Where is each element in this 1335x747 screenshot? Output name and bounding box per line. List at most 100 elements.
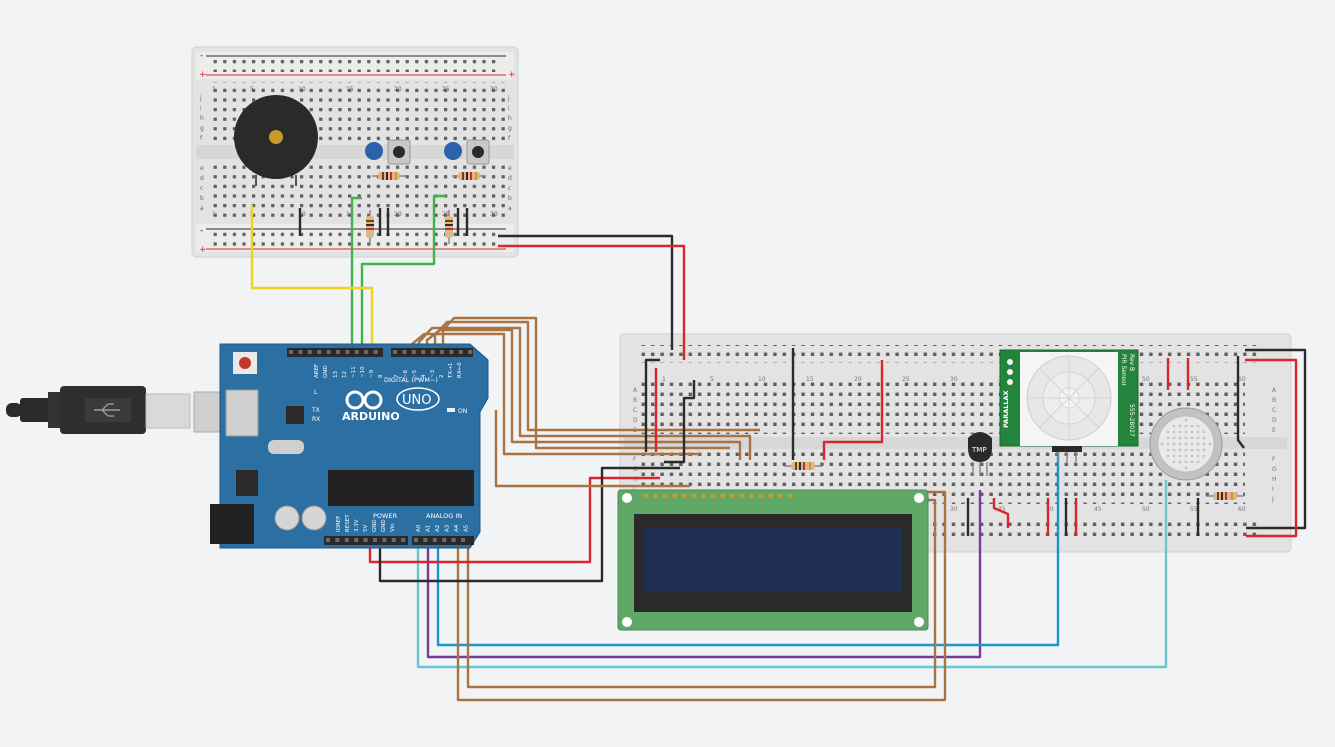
gas-sensor[interactable] bbox=[1149, 407, 1223, 481]
row-letter: D bbox=[633, 417, 638, 424]
pin-label: ~3 bbox=[430, 369, 436, 378]
row-letter-right: C bbox=[1272, 407, 1276, 414]
pin-label: A5 bbox=[464, 524, 470, 532]
atmega-chip bbox=[328, 470, 474, 506]
row-letter: C bbox=[633, 407, 637, 414]
arduino-brand: ARDUINO bbox=[342, 410, 400, 423]
row-letter-right: E bbox=[1272, 427, 1276, 434]
voltage-regulator bbox=[236, 470, 258, 496]
wire-black-gnd bbox=[378, 466, 680, 583]
arduino-logo-icon bbox=[345, 390, 383, 410]
pin-label: ~11 bbox=[351, 366, 357, 378]
digital-label: DIGITAL (PWM~) bbox=[384, 376, 438, 384]
column-number: 50 bbox=[1142, 376, 1150, 383]
row-letter-right: H bbox=[1272, 476, 1277, 483]
wire-red-lbb-4 bbox=[822, 360, 884, 460]
column-number-bottom: 30 bbox=[950, 506, 958, 513]
tmp-sensor[interactable]: TMP bbox=[968, 432, 992, 476]
resistor-1 bbox=[372, 172, 406, 180]
row-letter-right: A bbox=[1272, 387, 1277, 394]
column-number: 30 bbox=[950, 376, 958, 383]
plus-label-bottom: + bbox=[199, 245, 207, 255]
column-number: 60 bbox=[1238, 376, 1246, 383]
pushbutton-1[interactable] bbox=[387, 139, 411, 165]
analog-label: ANALOG IN bbox=[426, 512, 462, 520]
wire-black-rail bbox=[498, 234, 674, 350]
pin-label: ~6 bbox=[403, 369, 409, 378]
top-terminal-strip bbox=[640, 382, 1245, 434]
column-number: 20 bbox=[394, 86, 402, 93]
lcd-16x2[interactable] bbox=[617, 489, 929, 631]
row-letter-right: c bbox=[508, 185, 511, 192]
buzzer[interactable] bbox=[234, 95, 318, 186]
tx-label: TX bbox=[311, 407, 320, 414]
row-letter-right: J bbox=[1271, 496, 1274, 503]
usb-icon bbox=[94, 403, 120, 417]
power-jack bbox=[210, 504, 254, 544]
wire-yellow-buzzer bbox=[250, 205, 374, 355]
row-letter-right: D bbox=[1272, 417, 1277, 424]
row-letter: e bbox=[200, 165, 204, 172]
header-pins bbox=[289, 350, 473, 542]
row-letter: g bbox=[200, 125, 204, 132]
usb-jack bbox=[225, 389, 259, 437]
crystal bbox=[268, 440, 304, 454]
resistor-3 bbox=[366, 210, 374, 244]
column-number-bottom: 20 bbox=[394, 211, 402, 218]
column-number-bottom: 10 bbox=[298, 211, 306, 218]
row-letter: A bbox=[633, 387, 638, 394]
wire-black-lbb-1 bbox=[644, 358, 660, 452]
column-number: 1 bbox=[662, 376, 666, 383]
on-label: ON bbox=[458, 408, 467, 415]
rx-label: RX bbox=[312, 416, 320, 423]
pin-label: Vin bbox=[390, 523, 396, 532]
row-letter-right: b bbox=[508, 195, 512, 202]
pir-sensor[interactable]: PARALLAX PIR Sensor Rev B 555-28027 bbox=[999, 349, 1139, 462]
wire-brown-d4 bbox=[425, 328, 742, 460]
pin-label: 3.3V bbox=[354, 519, 360, 532]
pin-label: GND bbox=[372, 519, 378, 532]
pir-title: PIR Sensor bbox=[1120, 354, 1127, 387]
row-letter: B bbox=[633, 397, 637, 404]
row-letter-right: e bbox=[508, 165, 512, 172]
pushbutton-2[interactable] bbox=[466, 139, 490, 165]
pin-label: 5V bbox=[363, 525, 369, 532]
minus-label: - bbox=[200, 51, 203, 61]
pin-label: 13 bbox=[333, 371, 339, 378]
pin-label: A2 bbox=[435, 525, 441, 532]
pin-label: IOREF bbox=[336, 516, 342, 532]
l-label: L bbox=[314, 389, 318, 396]
pin-label: 4 bbox=[421, 374, 427, 378]
pin-label: ~5 bbox=[412, 369, 418, 378]
arduino-uno[interactable]: ARDUINO UNO DIGITAL (PWM~) POWER ANALOG … bbox=[210, 343, 489, 549]
row-letter: d bbox=[200, 175, 204, 182]
resistor-gas bbox=[1206, 492, 1244, 500]
plus-label-right: + bbox=[508, 70, 516, 80]
column-number-bottom: 50 bbox=[1142, 506, 1150, 513]
power-label: POWER bbox=[373, 512, 398, 520]
row-letter: i bbox=[200, 105, 202, 112]
row-letter: b bbox=[200, 195, 204, 202]
pin-label: A0 bbox=[416, 524, 422, 532]
pin-label: 8 bbox=[378, 374, 384, 378]
capacitor-left bbox=[274, 505, 300, 531]
wire-blue-a2 bbox=[436, 450, 1060, 647]
pin-label: RX←0 bbox=[457, 362, 463, 378]
pin-label: A4 bbox=[454, 524, 460, 532]
pir-brand: PARALLAX bbox=[1002, 390, 1010, 428]
resistor-2 bbox=[452, 172, 486, 180]
wire-red-5v bbox=[368, 476, 660, 564]
pin-label-gnd: GND bbox=[323, 365, 329, 378]
row-letter-right: g bbox=[508, 125, 512, 132]
pin-label: ~10 bbox=[360, 366, 366, 378]
lcd-screen bbox=[644, 528, 902, 592]
capacitor-2 bbox=[444, 142, 462, 160]
wire-black-lbb-2 bbox=[664, 380, 696, 464]
resistors-small-bb bbox=[366, 172, 486, 244]
